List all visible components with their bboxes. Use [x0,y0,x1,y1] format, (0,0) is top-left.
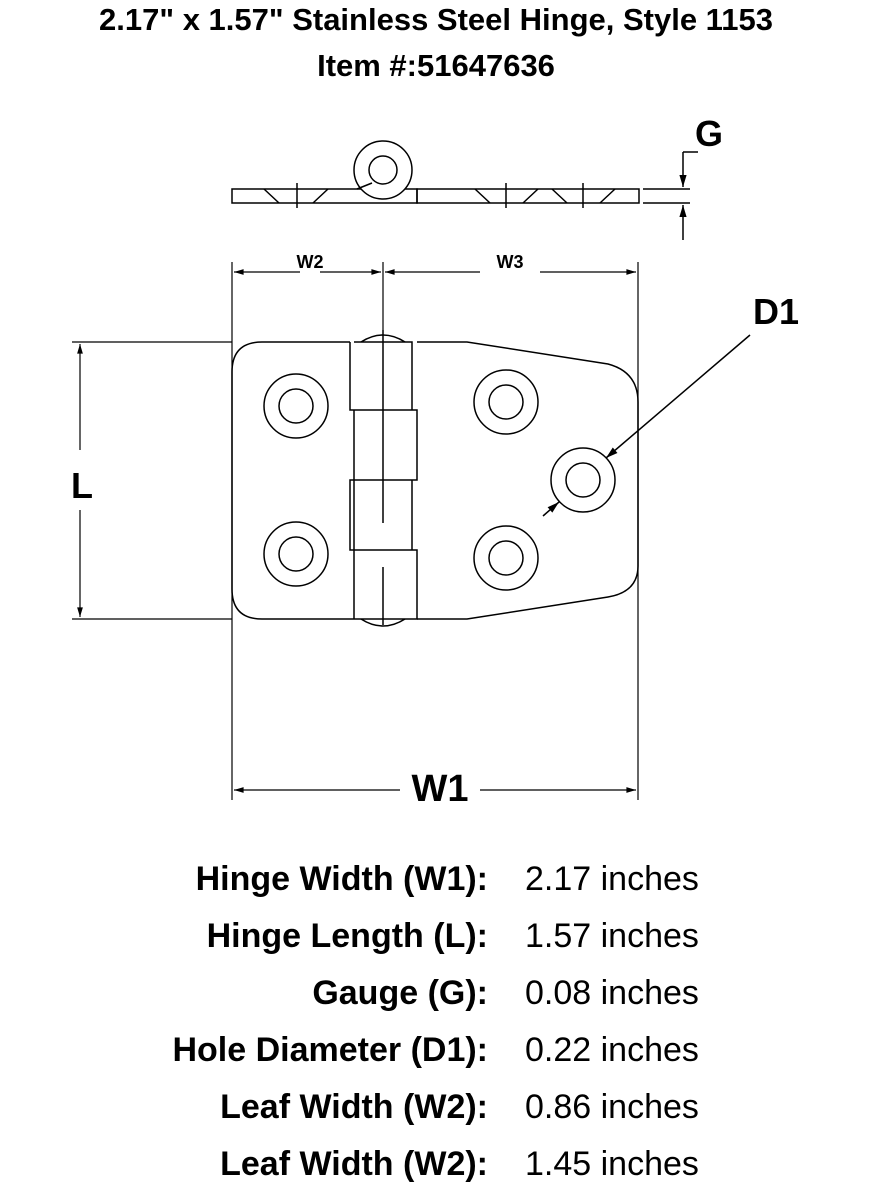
dimension-lines [72,262,639,800]
spec-row: Leaf Width (W2):1.45 inches [220,1145,699,1183]
spec-row: Gauge (G):0.08 inches [312,974,699,1012]
label-w1: W1 [412,768,469,810]
label-g: G [695,113,723,154]
label-w2: W2 [297,252,324,272]
product-title: 2.17" x 1.57" Stainless Steel Hinge, Sty… [99,2,773,37]
spec-row: Hinge Length (L):1.57 inches [206,917,699,955]
label-w3: W3 [497,252,524,272]
label-l: L [71,465,93,506]
label-d1: D1 [753,291,799,332]
item-number: Item #:51647636 [317,48,555,83]
side-view [231,140,698,240]
spec-row: Leaf Width (W2):0.86 inches [220,1088,699,1126]
hinge-top-view [231,330,751,627]
spec-row: Hinge Width (W1):2.17 inches [195,860,699,898]
spec-row: Hole Diameter (D1):0.22 inches [172,1031,699,1069]
